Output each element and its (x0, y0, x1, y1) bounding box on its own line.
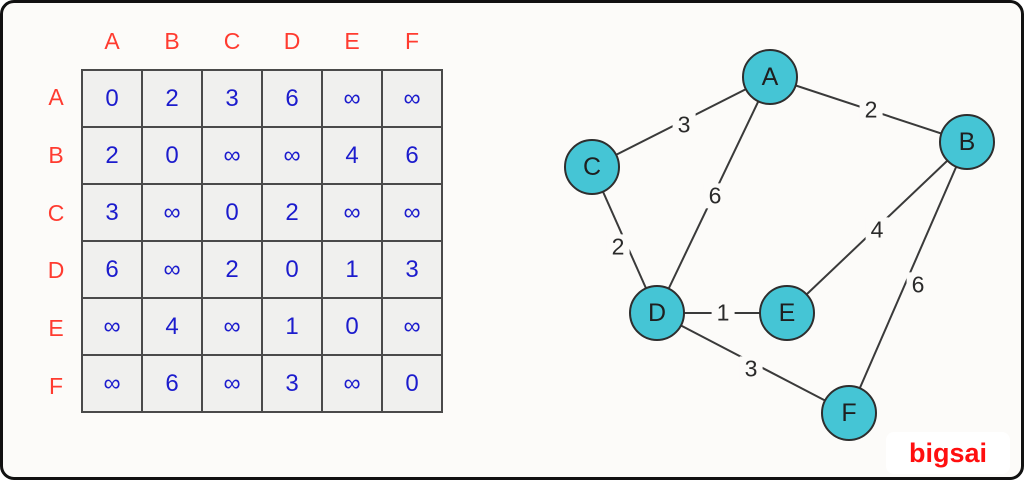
matrix-col-header-b: B (164, 27, 180, 54)
matrix-cell: ∞ (141, 240, 203, 299)
matrix-cell: ∞ (381, 183, 443, 242)
matrix-row-header-d: D (47, 257, 65, 284)
matrix-cell: ∞ (201, 126, 263, 185)
matrix-cell: ∞ (321, 354, 383, 413)
matrix-cell: 3 (201, 69, 263, 128)
matrix-cell: 6 (381, 126, 443, 185)
matrix-row-c: 3 ∞ 0 2 ∞ ∞ (81, 183, 443, 242)
matrix-row-header-a: A (48, 84, 64, 111)
matrix-cell: ∞ (201, 354, 263, 413)
matrix-row-e: ∞ 4 ∞ 1 0 ∞ (81, 297, 443, 356)
matrix-cell: ∞ (321, 69, 383, 128)
matrix-row-header-b: B (48, 142, 64, 168)
graph-node-b: B (939, 114, 995, 170)
matrix-row-header-e: E (48, 315, 64, 342)
matrix-cell: ∞ (141, 183, 203, 242)
matrix-row-header-f: F (48, 372, 64, 399)
matrix-column-headers: A B C D E F (82, 15, 442, 67)
matrix-cell: 6 (81, 240, 143, 299)
matrix-cell: 6 (261, 69, 323, 128)
matrix-col-header-a: A (104, 27, 120, 54)
matrix-cell: 3 (381, 240, 443, 299)
matrix-cell: ∞ (81, 297, 143, 356)
matrix-cell: 0 (141, 126, 203, 185)
matrix-cell: 2 (201, 240, 263, 299)
matrix-cell: 3 (261, 354, 323, 413)
edge-weight-a-b: 2 (859, 97, 883, 123)
matrix-cell: 6 (141, 354, 203, 413)
matrix-cell: 0 (201, 183, 263, 242)
matrix-cell: ∞ (381, 297, 443, 356)
matrix-cell: 2 (261, 183, 323, 242)
matrix-row-header-c: C (47, 199, 65, 226)
matrix-row-b: 2 0 ∞ ∞ 4 6 (81, 126, 443, 185)
matrix-row-a: 0 2 3 6 ∞ ∞ (81, 69, 443, 128)
graph-node-d-label: D (647, 298, 667, 327)
matrix-col-header-c: C (223, 27, 241, 54)
edge-weight-d-e: 1 (711, 300, 735, 326)
matrix-cell: ∞ (381, 69, 443, 128)
matrix-cell: ∞ (261, 126, 323, 185)
graph-node-f-label: F (841, 398, 857, 427)
matrix-cell: 1 (261, 297, 323, 356)
matrix-row-d: 6 ∞ 2 0 1 3 (81, 240, 443, 299)
matrix-col-header-f: F (404, 27, 420, 54)
edge-weight-b-f: 6 (906, 272, 930, 298)
matrix-cell: 3 (81, 183, 143, 242)
graph-node-c: C (564, 139, 620, 195)
matrix-cell: ∞ (321, 183, 383, 242)
graph-node-e: E (759, 285, 815, 341)
matrix-cell: 0 (321, 297, 383, 356)
matrix-cell: 0 (381, 354, 443, 413)
edge-weight-c-d: 2 (606, 234, 630, 260)
matrix-cell: 2 (141, 69, 203, 128)
edge-weight-b-e: 4 (865, 217, 889, 243)
graph-node-a: A (742, 49, 798, 105)
matrix-cell: ∞ (81, 354, 143, 413)
edge-weight-d-f: 3 (739, 356, 763, 382)
matrix-row-headers: A B C D E F (31, 69, 81, 415)
graph-node-b-label: B (958, 127, 976, 156)
graph-node-a-label: A (761, 62, 779, 91)
matrix-cell: 4 (141, 297, 203, 356)
graph-node-e-label: E (778, 298, 796, 327)
matrix-cell: 1 (321, 240, 383, 299)
matrix-row-f: ∞ 6 ∞ 3 ∞ 0 (81, 354, 443, 413)
watermark-bigsai: bigsai (886, 432, 1010, 474)
matrix-col-header-d: D (283, 27, 301, 54)
graph-node-c-label: C (582, 152, 602, 181)
matrix-cell: 2 (81, 126, 143, 185)
graph-node-f: F (821, 385, 877, 441)
matrix-cell: ∞ (201, 297, 263, 356)
matrix-cell: 4 (321, 126, 383, 185)
matrix-col-header-e: E (344, 27, 360, 54)
matrix-cell: 0 (261, 240, 323, 299)
adjacency-matrix-table: 0 2 3 6 ∞ ∞ 2 0 ∞ ∞ 4 6 3 ∞ 0 2 ∞ ∞ 6 ∞ … (81, 69, 443, 413)
matrix-cell: 0 (81, 69, 143, 128)
edge-weight-a-c: 3 (672, 112, 696, 138)
edge-weight-a-d: 6 (703, 183, 727, 209)
graph-node-d: D (629, 285, 685, 341)
